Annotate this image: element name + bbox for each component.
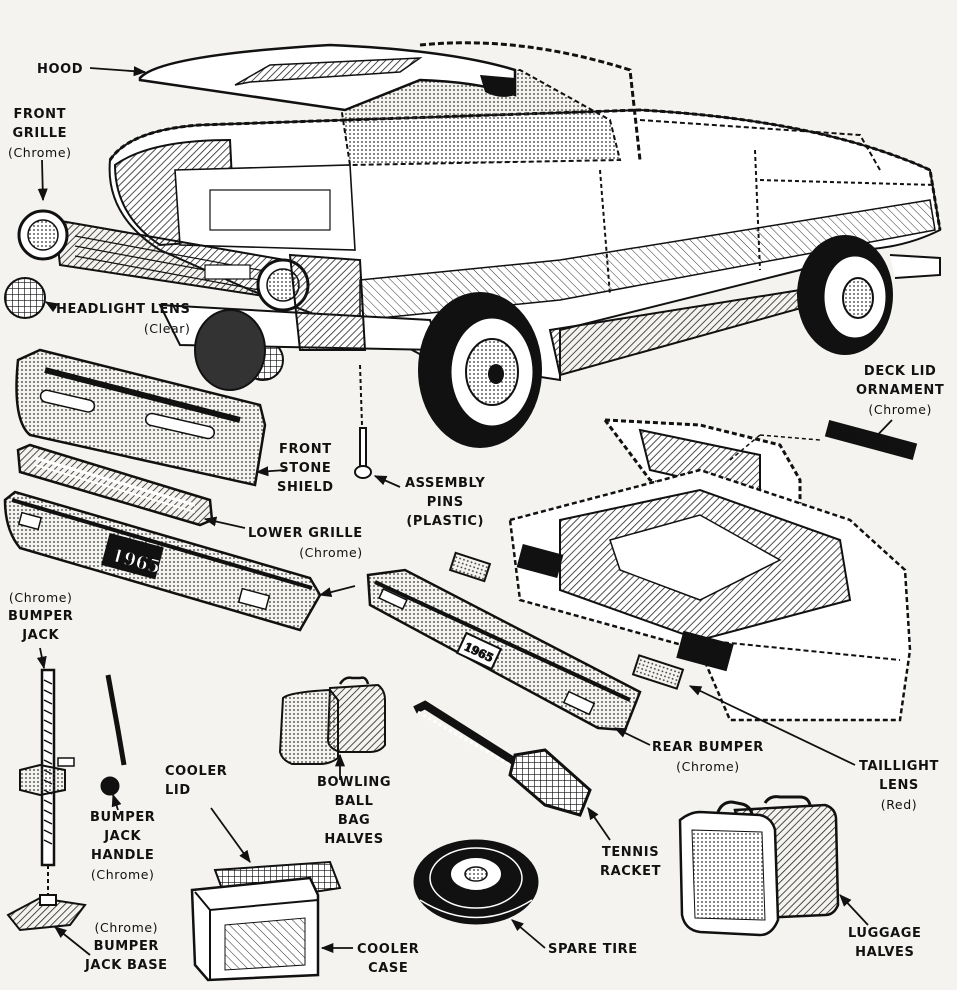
label-rear-bumper: REAR BUMPER (Chrome): [652, 740, 764, 774]
front-chassis: [158, 253, 442, 391]
label-bowling-ball-bag-halves: BOWLING BALL BAG HALVES: [317, 775, 392, 847]
label-cooler-lid: COOLER LID: [165, 764, 228, 798]
bowling-bag-part: [278, 676, 386, 765]
label-bumper-jack-base: (Chrome) BUMPER JACK BASE: [85, 920, 168, 973]
label-lower-grille: LOWER GRILLE (Chrome): [248, 526, 363, 560]
label-hood: HOOD: [37, 62, 84, 77]
assembly-pin-part: [354, 364, 372, 479]
luggage-part: [678, 795, 840, 937]
label-deck-lid-ornament: DECK LID ORNAMENT (Chrome): [856, 364, 945, 417]
bumper-jack-part: [19, 668, 75, 895]
label-headlight-lens: HEADLIGHT LENS (Clear): [56, 302, 191, 336]
hood-part: [138, 43, 517, 112]
label-taillight-lens: TAILLIGHT LENS (Red): [859, 759, 939, 812]
label-cooler-case: COOLER CASE: [357, 942, 420, 976]
label-front-grille: FRONT GRILLE (Chrome): [8, 107, 72, 160]
taillight-lens-part: [448, 551, 685, 690]
label-bumper-jack: (Chrome) BUMPER JACK: [8, 590, 74, 643]
spare-tire-part: [413, 839, 539, 925]
bumper-jack-handle-part: [100, 674, 127, 796]
tennis-racket-part: [413, 700, 592, 817]
bumper-jack-base-part: [6, 894, 87, 932]
label-assembly-pins: ASSEMBLY PINS (PLASTIC): [405, 476, 486, 529]
front-stone-shield-part: [15, 348, 267, 487]
leader-arrows: [36, 66, 893, 956]
rear-wheel: [797, 235, 893, 355]
label-tennis-racket: TENNIS RACKET: [600, 845, 662, 879]
car-rear-trunk: [508, 418, 912, 722]
label-spare-tire: SPARE TIRE: [548, 942, 638, 957]
cooler-case-part: [190, 876, 320, 982]
front-bumper-part: 1965: [3, 490, 322, 632]
label-luggage-halves: LUGGAGE HALVES: [848, 926, 922, 960]
label-front-stone-shield: FRONT STONE SHIELD: [277, 442, 334, 495]
label-bumper-jack-handle: BUMPER JACK HANDLE (Chrome): [90, 810, 156, 882]
front-wheel: [418, 292, 542, 448]
